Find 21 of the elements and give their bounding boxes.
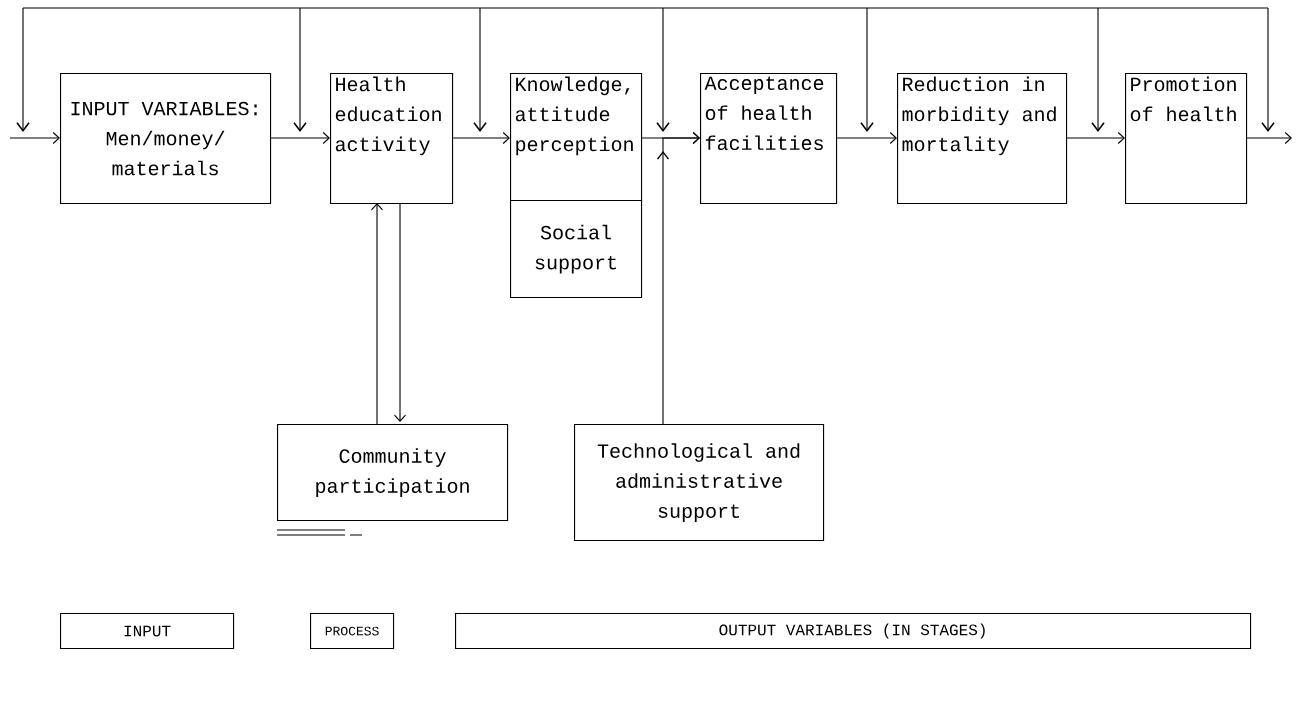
- support-box: Community participation: [277, 424, 509, 522]
- support-box: Technological and administrative support: [574, 424, 825, 542]
- process-box: Health education activity: [330, 73, 454, 205]
- support-box: Social support: [510, 200, 643, 299]
- arrow: [1246, 131, 1292, 145]
- arrow: [370, 203, 384, 425]
- legend-box: PROCESS: [310, 613, 395, 650]
- stage-box: Acceptance of health facilities: [700, 73, 838, 205]
- input-box: INPUT VARIABLES: Men/money/ materials: [60, 73, 272, 205]
- arrow: [9, 131, 60, 145]
- arrow: [1066, 131, 1125, 145]
- stage-box: Reduction in morbidity and mortality: [897, 73, 1068, 205]
- stage-box: Knowledge, attitude perception: [510, 73, 643, 202]
- arrow: [393, 202, 407, 422]
- legend-box: INPUT: [60, 613, 235, 650]
- stage-box: Promotion of health: [1125, 73, 1248, 205]
- arrow: [836, 131, 897, 145]
- legend-box: OUTPUT VARIABLES (IN STAGES): [455, 613, 1252, 650]
- arrow: [452, 131, 510, 145]
- arrow: [656, 131, 700, 425]
- arrow: [270, 131, 330, 145]
